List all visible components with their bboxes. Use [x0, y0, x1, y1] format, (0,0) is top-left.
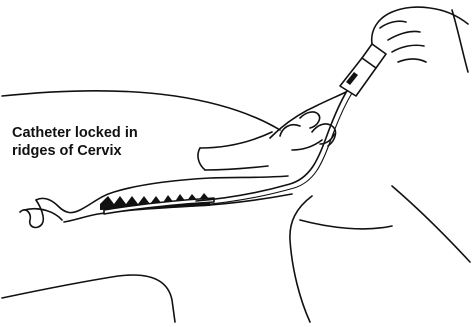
upper-hand-fingers — [380, 21, 426, 62]
annotation-line-1: Catheter locked in — [12, 125, 138, 141]
lower-hand-fingers — [300, 112, 320, 128]
cervix-ridges — [100, 193, 214, 214]
annotation-line-2: ridges of Cervix — [12, 143, 122, 159]
catheter-tube — [196, 86, 350, 201]
tail-fold — [300, 220, 392, 229]
lower-hand — [270, 92, 346, 150]
tract-squiggle-end — [20, 200, 43, 227]
arm-upper-edge — [200, 132, 272, 148]
arm-sleeve-end — [198, 148, 205, 170]
rear-leg-contour — [290, 196, 312, 322]
body-right-contour — [392, 186, 470, 262]
semen-bottle — [340, 44, 386, 96]
annotation-label: Catheter locked in ridges of Cervix — [12, 125, 142, 159]
arm-lower-edge — [205, 166, 268, 170]
body-lower-contour — [2, 275, 175, 322]
